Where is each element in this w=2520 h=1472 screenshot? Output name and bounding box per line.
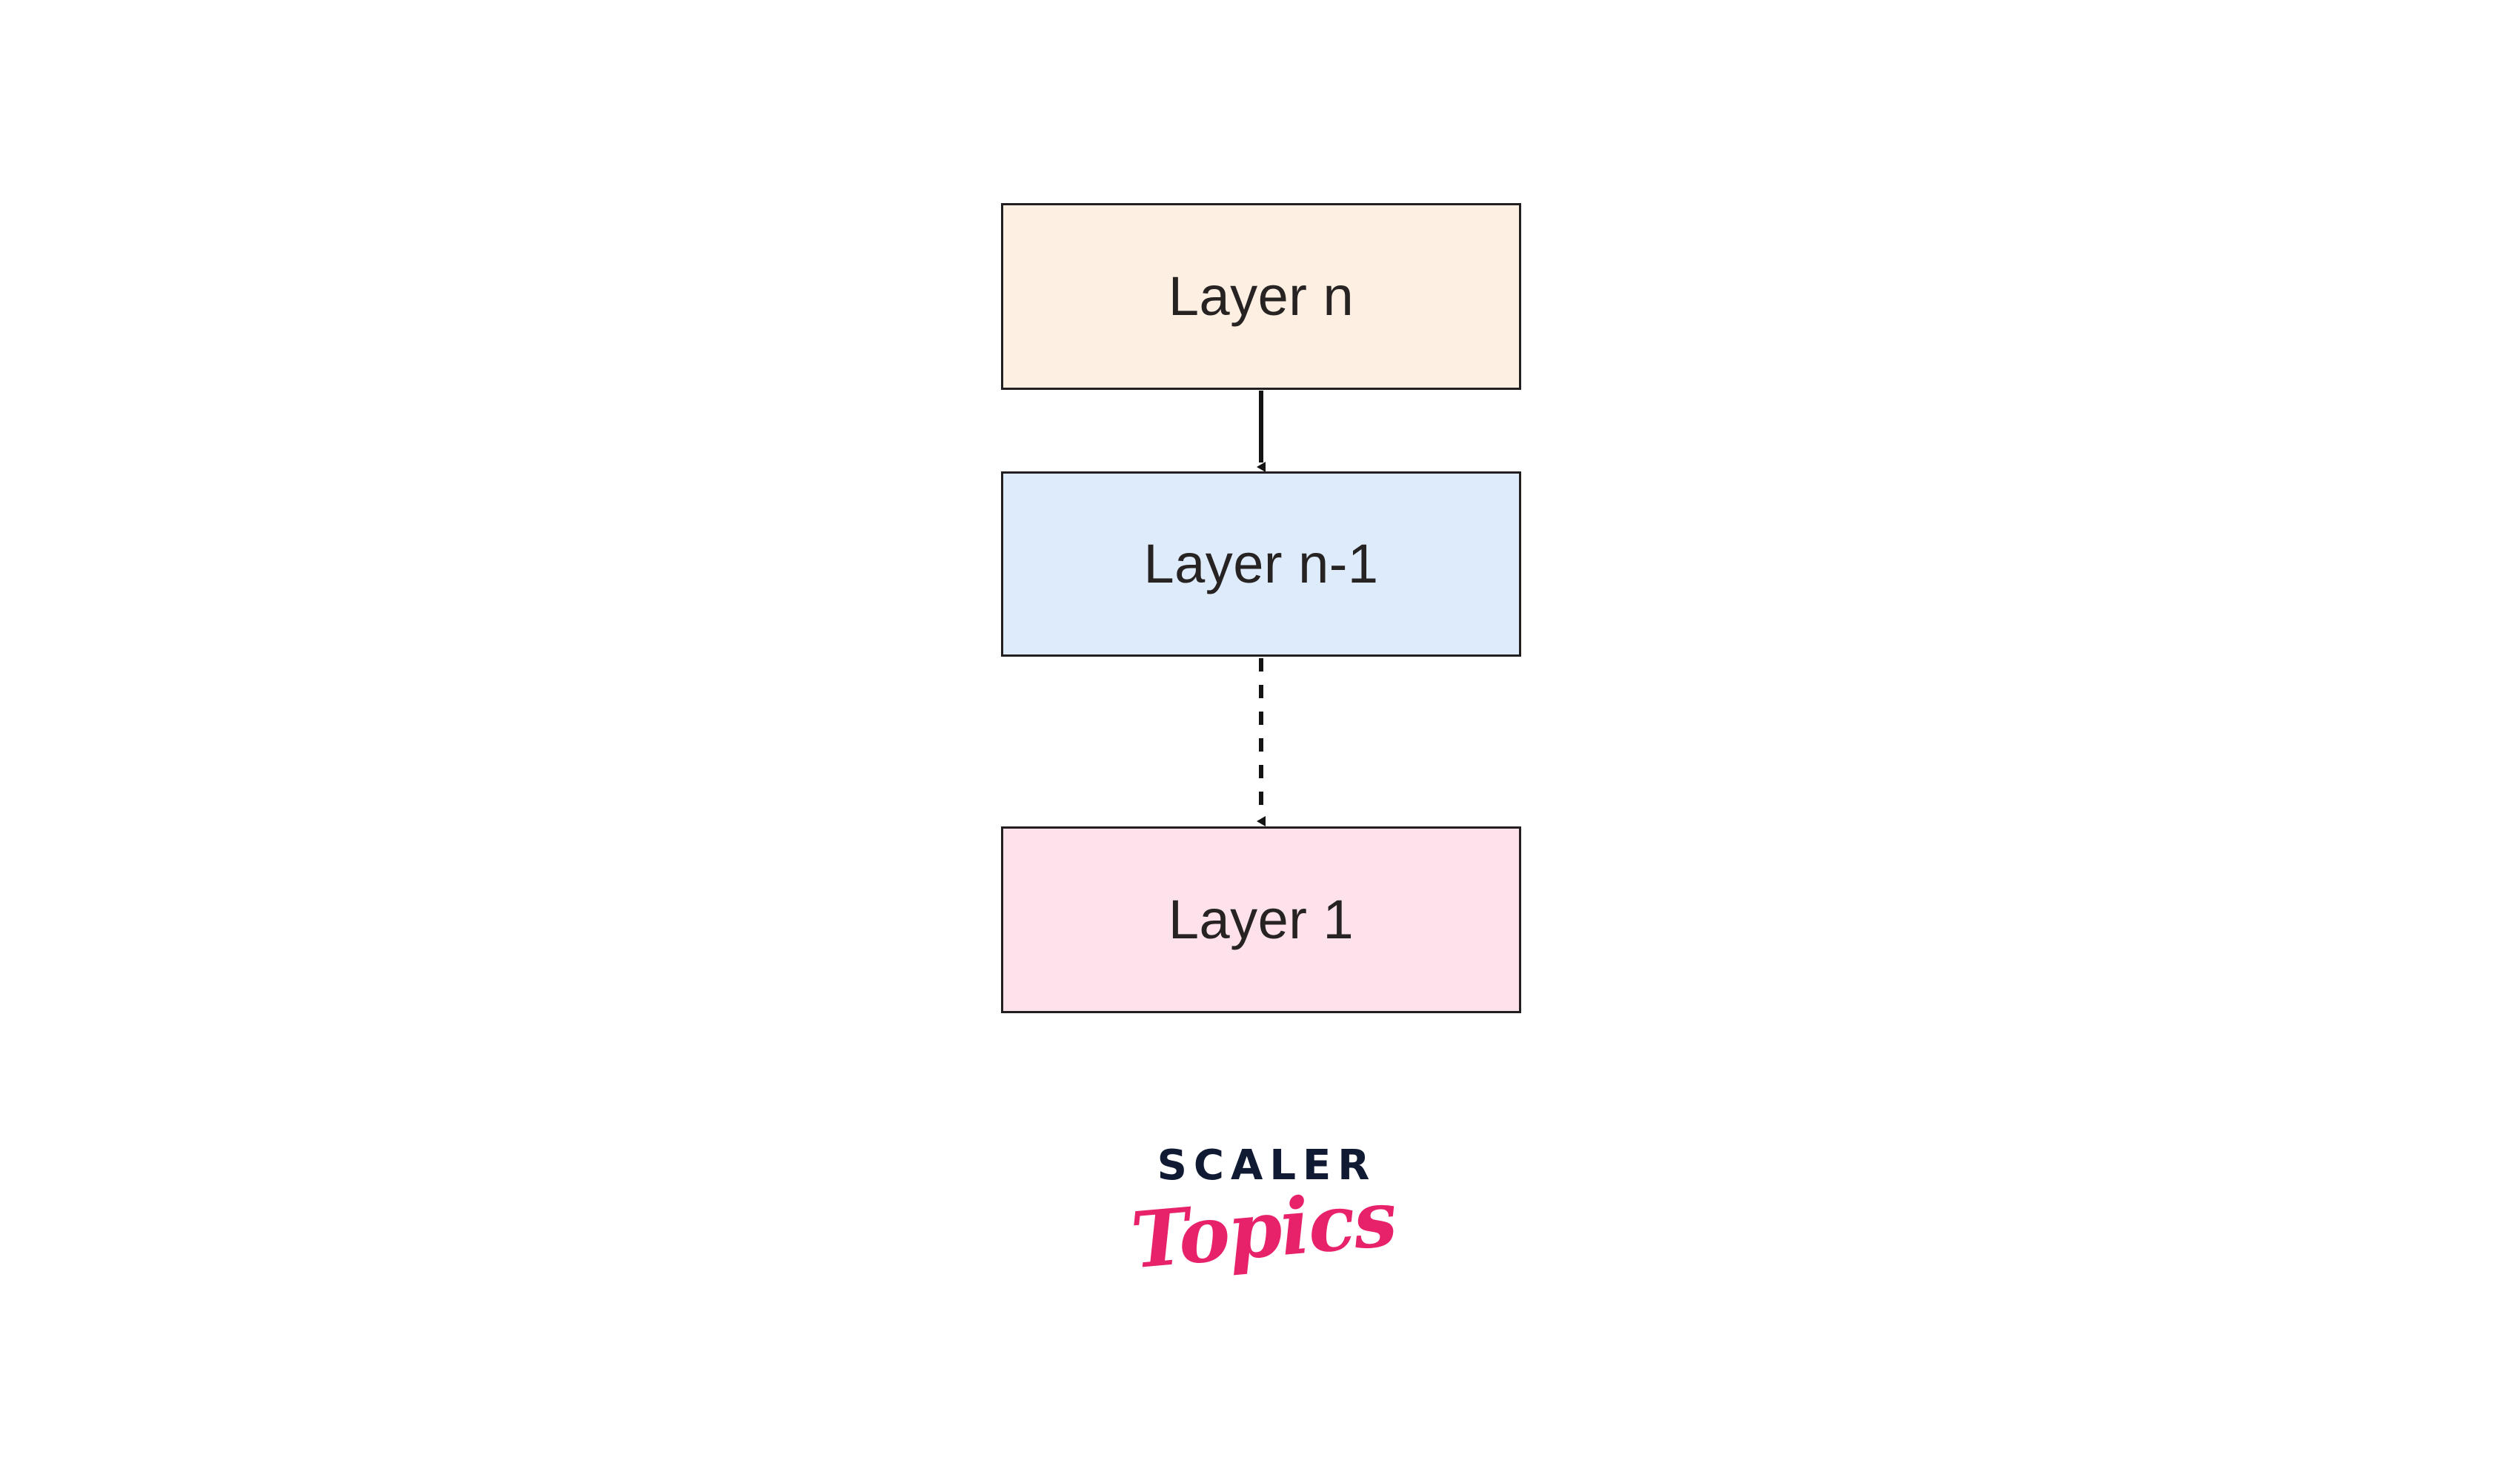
node-layer-n-1: Layer n-1	[1001, 471, 1521, 657]
node-layer-n: Layer n	[1001, 203, 1521, 390]
node-layer-n-1-label: Layer n-1	[1143, 533, 1379, 594]
node-layer-1-label: Layer 1	[1168, 889, 1354, 950]
node-layer-1: Layer 1	[1001, 826, 1521, 1013]
scaler-topics-logo: SCALER Topics	[1037, 1145, 1489, 1345]
node-layer-n-label: Layer n	[1168, 265, 1354, 327]
logo-wordmark-scaler: SCALER	[1157, 1141, 1377, 1190]
logo-script-topics: Topics	[1127, 1172, 1400, 1287]
